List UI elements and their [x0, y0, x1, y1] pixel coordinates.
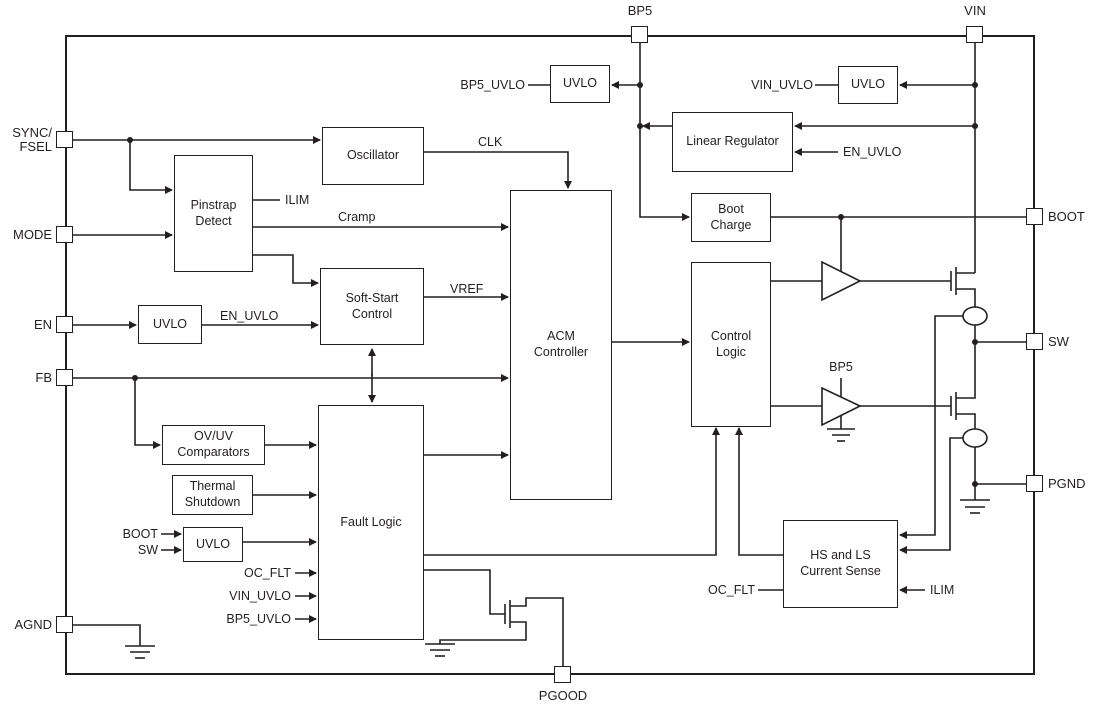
signal-label-sw-stub: SW [137, 543, 158, 557]
signal-label-oc-flt-left: OC_FLT [244, 566, 291, 580]
signal-label-oc-flt-right: OC_FLT [708, 583, 755, 597]
block-uvlo-en: UVLO [138, 305, 202, 344]
block-soft-start-control: Soft-Start Control [320, 268, 424, 345]
block-thermal-shutdown: Thermal Shutdown [172, 475, 253, 515]
block-oscillator: Oscillator [322, 127, 424, 185]
block-control-logic: Control Logic [691, 262, 771, 427]
signal-label-cramp: Cramp [338, 210, 376, 224]
pin-label-agnd: AGND [14, 617, 52, 632]
pin-boot [1026, 208, 1043, 225]
pin-label-vin: VIN [964, 3, 986, 18]
signal-label-clk: CLK [478, 135, 503, 149]
chip-boundary [65, 35, 1035, 675]
pin-pgood [554, 666, 571, 683]
pin-label-mode: MODE [13, 227, 52, 242]
signal-label-vin-uvlo-top: VIN_UVLO [751, 78, 813, 92]
pin-label-en: EN [33, 317, 52, 332]
pin-label-boot: BOOT [1048, 209, 1085, 224]
signal-label-bp5-uvlo-left: BP5_UVLO [226, 612, 291, 626]
signal-label-ilim-right: ILIM [930, 583, 955, 597]
pin-sync-fsel [56, 131, 73, 148]
signal-label-vref: VREF [450, 282, 484, 296]
pin-en [56, 316, 73, 333]
pin-fb [56, 369, 73, 386]
signal-label-bp5-driver: BP5 [829, 360, 853, 374]
pin-label-sw: SW [1048, 334, 1069, 349]
block-ovuv-comparators: OV/UV Comparators [162, 425, 265, 465]
signal-label-bp5-uvlo-top: BP5_UVLO [460, 78, 525, 92]
block-uvlo-bootsw: UVLO [183, 527, 243, 562]
pin-label-sync-fsel: SYNC/ FSEL [12, 125, 52, 154]
pin-bp5 [631, 26, 648, 43]
block-boot-charge: Boot Charge [691, 193, 771, 242]
pin-pgnd [1026, 475, 1043, 492]
signal-label-en-uvlo-left: EN_UVLO [220, 309, 279, 323]
pin-label-fb: FB [35, 370, 52, 385]
block-acm-controller: ACM Controller [510, 190, 612, 500]
block-fault-logic: Fault Logic [318, 405, 424, 640]
pin-mode [56, 226, 73, 243]
pin-sw [1026, 333, 1043, 350]
pin-label-pgood: PGOOD [538, 688, 588, 703]
block-uvlo-vin: UVLO [838, 66, 898, 104]
signal-label-vin-uvlo-left: VIN_UVLO [229, 589, 291, 603]
block-hs-ls-current-sense: HS and LS Current Sense [783, 520, 898, 608]
signal-label-ilim-left: ILIM [285, 193, 310, 207]
pin-label-pgnd: PGND [1048, 476, 1086, 491]
signal-label-boot-stub: BOOT [122, 527, 158, 541]
pin-label-bp5: BP5 [627, 3, 653, 18]
pin-vin [966, 26, 983, 43]
signal-label-en-uvlo-right: EN_UVLO [843, 145, 902, 159]
block-uvlo-bp5: UVLO [550, 65, 610, 103]
block-pinstrap-detect: Pinstrap Detect [174, 155, 253, 272]
pin-agnd [56, 616, 73, 633]
block-linear-regulator: Linear Regulator [672, 112, 793, 172]
